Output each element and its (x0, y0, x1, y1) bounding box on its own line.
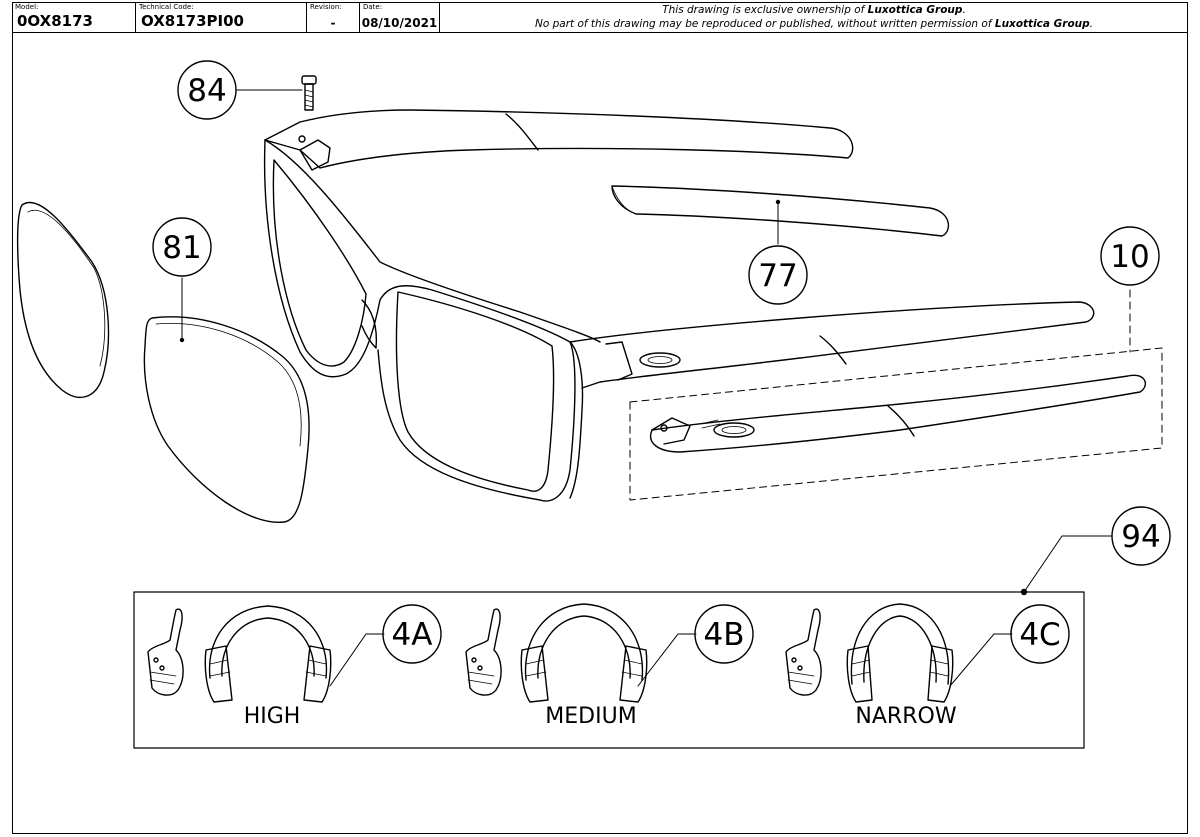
nosepad-group-high (147, 605, 332, 703)
callout-circle-4c (1010, 604, 1070, 664)
callout-circle-4b (694, 604, 754, 664)
callout-leader-4b (637, 633, 697, 687)
callout-leader-77-dot (775, 199, 781, 205)
date-label: Date: (363, 3, 383, 11)
right-temple-hinge (605, 341, 633, 381)
callout-circle-84 (177, 60, 237, 120)
frame-right-end (569, 341, 584, 499)
frame-nose-bridge (361, 299, 378, 349)
callout-label-77: 77 (758, 258, 797, 294)
right-temple-logo-inner (647, 356, 673, 364)
callout-leader-94 (1023, 535, 1113, 593)
date-value: 08/10/2021 (361, 16, 438, 30)
lens-inner-edge (155, 323, 302, 447)
temple-insert (611, 185, 950, 237)
revision-cell: Revision: - (307, 2, 360, 32)
callout-leader-81-dot (179, 337, 185, 343)
nosepad-side-view-medium (465, 608, 502, 696)
model-label: Model: (15, 3, 39, 11)
techcode-value: OX8173PI00 (141, 12, 244, 30)
nosepad-side-view-narrow (785, 608, 822, 696)
temple-detail-box (629, 347, 1163, 501)
callout-leader-4c (949, 633, 1013, 687)
revision-value: - (330, 16, 336, 30)
callout-circle-4a (382, 604, 442, 664)
drawing-frame (12, 2, 1188, 834)
callout-label-4c: 4C (1019, 617, 1060, 653)
nosepad-front-view-high (204, 605, 332, 703)
techcode-label: Technical Code: (139, 3, 194, 11)
notice-line-2: No part of this drawing may be reproduce… (534, 18, 1093, 30)
nosepad-size-narrow: NARROW (855, 704, 956, 729)
exploded-temple-logo-inner (721, 426, 747, 434)
spare-lens-inner-edge (27, 209, 106, 367)
left-temple-tip-seam (505, 113, 539, 151)
callout-label-94: 94 (1121, 519, 1160, 555)
nosepad-side-view-high (147, 608, 184, 696)
nosepad-front-view-medium (520, 603, 648, 703)
exploded-temple-hinge (651, 417, 691, 445)
left-hinge-screw-hole (298, 135, 306, 143)
exploded-temple-seam (887, 405, 915, 437)
date-cell: Date: 08/10/2021 (360, 2, 440, 32)
notice-line-1: This drawing is exclusive ownership of L… (662, 4, 966, 16)
ownership-notice: This drawing is exclusive ownership of L… (440, 2, 1188, 32)
screw-part (301, 75, 317, 111)
callout-label-4b: 4B (704, 617, 745, 653)
callout-circle-81 (152, 217, 212, 277)
temple-insert-edge (611, 185, 637, 215)
right-temple-seam (819, 335, 847, 365)
nosepad-kit-box (133, 591, 1085, 749)
frame-right-rim-inner (395, 291, 555, 492)
exploded-temple (649, 374, 1147, 453)
callout-circle-94 (1111, 506, 1171, 566)
right-temple-logo (639, 352, 681, 368)
frame-front (263, 139, 576, 502)
spare-lens (16, 202, 110, 399)
lens (143, 316, 310, 523)
model-cell: Model: 0OX8173 (12, 2, 136, 32)
revision-label: Revision: (310, 3, 342, 11)
nosepad-group-medium (465, 603, 648, 703)
nosepad-front-view-narrow (846, 603, 954, 703)
nosepad-size-medium: MEDIUM (545, 704, 636, 729)
left-temple (264, 109, 854, 169)
nosepad-size-high: HIGH (244, 704, 301, 729)
exploded-temple-hinge-hole (660, 424, 668, 432)
callout-circle-77 (748, 245, 808, 305)
callout-label-10: 10 (1110, 239, 1149, 275)
callout-circle-10 (1100, 226, 1160, 286)
exploded-temple-logo (713, 422, 755, 438)
right-temple (569, 301, 1095, 389)
frame-top-bar (264, 139, 601, 343)
callout-leader-4a (329, 633, 385, 687)
title-block: Model: 0OX8173 Technical Code: OX8173PI0… (12, 2, 1188, 33)
callout-label-84: 84 (187, 73, 226, 109)
techcode-cell: Technical Code: OX8173PI00 (136, 2, 307, 32)
model-value: 0OX8173 (17, 12, 93, 30)
callout-label-4a: 4A (392, 617, 433, 653)
nosepad-group-narrow (785, 603, 954, 703)
frame-left-rim-inner (272, 159, 367, 367)
callout-label-81: 81 (162, 230, 201, 266)
exploded-temple-ribs (699, 419, 721, 429)
left-hinge-block (299, 139, 331, 171)
